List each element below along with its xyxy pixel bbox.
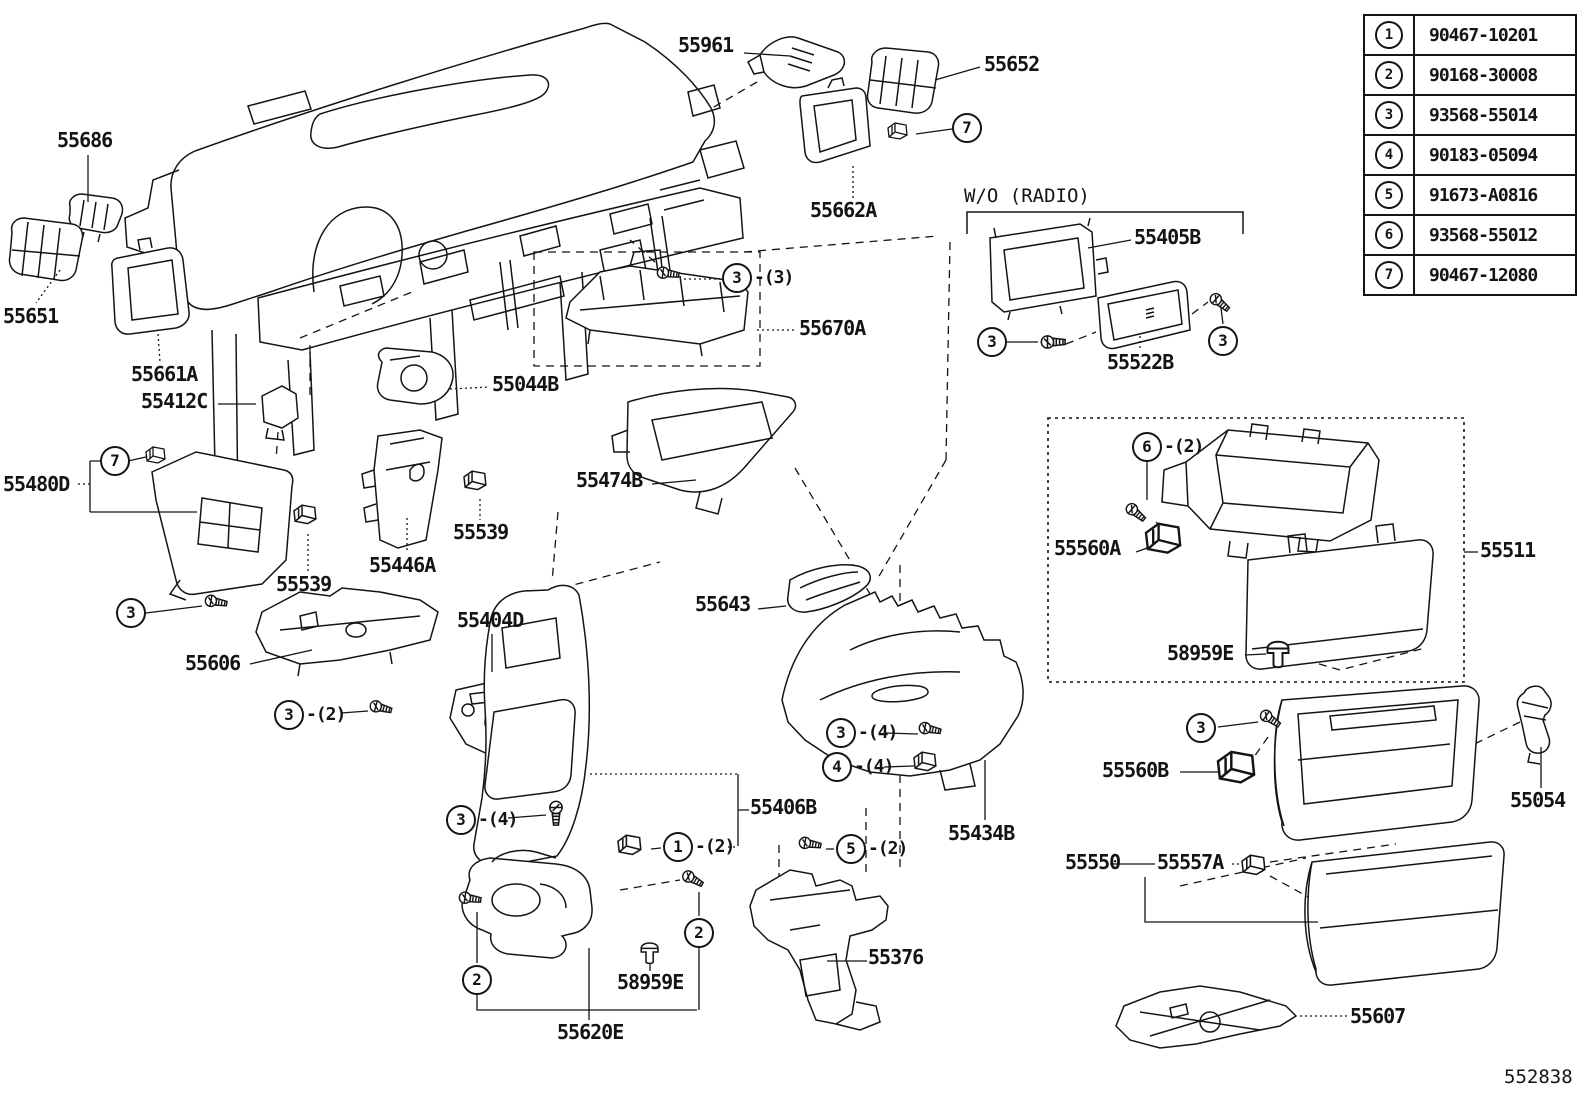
callout-circle[interactable]: 7 xyxy=(952,113,982,143)
part-label-55661A[interactable]: 55661A xyxy=(131,362,198,386)
fastener-part-number: 91673-A0816 xyxy=(1429,184,1538,206)
part-label-55550[interactable]: 55550 xyxy=(1065,850,1121,874)
fastener-row[interactable]: 1 90467-10201 xyxy=(1363,14,1577,56)
fastener-ref-badge: 2 xyxy=(1375,61,1403,89)
callout-7-left[interactable]: 7 xyxy=(100,446,132,476)
fastener-table: 1 90467-10201 2 90168-30008 3 93568-5501… xyxy=(1363,14,1577,296)
part-label-55620E[interactable]: 55620E xyxy=(557,1020,624,1044)
fastener-part-number: 93568-55012 xyxy=(1429,224,1538,246)
callout-circle[interactable]: 3 xyxy=(826,718,856,748)
part-label-55474B[interactable]: 55474B xyxy=(576,468,643,492)
fastener-row[interactable]: 3 93568-55014 xyxy=(1363,94,1577,136)
fastener-ref-badge: 3 xyxy=(1375,101,1403,129)
part-label-55607[interactable]: 55607 xyxy=(1350,1004,1406,1028)
callout-circle[interactable]: 3 xyxy=(274,700,304,730)
part-label-55560A[interactable]: 55560A xyxy=(1054,536,1121,560)
callout-7-top[interactable]: 7 xyxy=(952,113,984,143)
callout-circle[interactable]: 7 xyxy=(100,446,130,476)
fastener-part-number: 90183-05094 xyxy=(1429,144,1538,166)
callout-circle[interactable]: 2 xyxy=(684,918,714,948)
part-label-55522B[interactable]: 55522B xyxy=(1107,350,1174,374)
callout-3-x4-right[interactable]: 3-(4) xyxy=(826,718,898,748)
callout-4-x4[interactable]: 4-(4) xyxy=(822,752,894,782)
part-label-55686[interactable]: 55686 xyxy=(57,128,113,152)
callout-circle[interactable]: 2 xyxy=(462,965,492,995)
callout-2-left[interactable]: 2 xyxy=(462,965,494,995)
fastener-part-number: 93568-55014 xyxy=(1429,104,1538,126)
fastener-ref-badge: 1 xyxy=(1375,21,1403,49)
callout-3-radio-left[interactable]: 3 xyxy=(977,327,1009,357)
callout-3-x4-left[interactable]: 3-(4) xyxy=(446,805,518,835)
part-label-55961[interactable]: 55961 xyxy=(678,33,734,57)
fastener-row[interactable]: 2 90168-30008 xyxy=(1363,54,1577,96)
fastener-part-number: 90467-10201 xyxy=(1429,24,1538,46)
part-label-55560B[interactable]: 55560B xyxy=(1102,758,1169,782)
fastener-ref-badge: 7 xyxy=(1375,261,1403,289)
dotted-leader-lines xyxy=(35,166,1348,1017)
callout-circle[interactable]: 3 xyxy=(116,598,146,628)
callout-3-radio-right[interactable]: 3 xyxy=(1208,326,1240,356)
callout-5-x2[interactable]: 5-(2) xyxy=(836,834,908,864)
part-label-55606[interactable]: 55606 xyxy=(185,651,241,675)
callout-circle[interactable]: 3 xyxy=(446,805,476,835)
part-label-55539-a[interactable]: 55539 xyxy=(276,572,332,596)
part-label-55652[interactable]: 55652 xyxy=(984,52,1040,76)
part-label-55376[interactable]: 55376 xyxy=(868,945,924,969)
part-label-55446A[interactable]: 55446A xyxy=(369,553,436,577)
fastener-ref-badge: 6 xyxy=(1375,221,1403,249)
fastener-row[interactable]: 5 91673-A0816 xyxy=(1363,174,1577,216)
callout-2-right[interactable]: 2 xyxy=(684,918,716,948)
callout-circle[interactable]: 3 xyxy=(977,327,1007,357)
fastener-row[interactable]: 7 90467-12080 xyxy=(1363,254,1577,296)
fastener-ref-badge: 4 xyxy=(1375,141,1403,169)
part-label-55662A[interactable]: 55662A xyxy=(810,198,877,222)
part-label-55054[interactable]: 55054 xyxy=(1510,788,1566,812)
part-label-55404D[interactable]: 55404D xyxy=(457,608,524,632)
fastener-row[interactable]: 4 90183-05094 xyxy=(1363,134,1577,176)
fastener-row[interactable]: 6 93568-55012 xyxy=(1363,214,1577,256)
leader-lines xyxy=(87,52,1542,1020)
callout-circle[interactable]: 3 xyxy=(722,263,752,293)
part-label-55044B[interactable]: 55044B xyxy=(492,372,559,396)
wo-radio-note: W/O (RADIO) xyxy=(964,185,1090,207)
callout-circle[interactable]: 3 xyxy=(1208,326,1238,356)
part-label-55643[interactable]: 55643 xyxy=(695,592,751,616)
callout-3-door[interactable]: 3 xyxy=(1186,713,1218,743)
part-label-55511[interactable]: 55511 xyxy=(1480,538,1536,562)
part-label-55651[interactable]: 55651 xyxy=(3,304,59,328)
part-drawings xyxy=(8,36,1552,1049)
callout-3-lower-left[interactable]: 3 xyxy=(116,598,148,628)
part-label-55412C[interactable]: 55412C xyxy=(141,389,208,413)
part-label-58959E-a[interactable]: 58959E xyxy=(1167,641,1234,665)
callout-1-x2[interactable]: 1-(2) xyxy=(663,832,735,862)
part-label-55670A[interactable]: 55670A xyxy=(799,316,866,340)
callout-6-x2[interactable]: 6-(2) xyxy=(1132,432,1204,462)
callout-circle[interactable]: 6 xyxy=(1132,432,1162,462)
callout-3-x2[interactable]: 3-(2) xyxy=(274,700,346,730)
callout-circle[interactable]: 5 xyxy=(836,834,866,864)
fastener-part-number: 90168-30008 xyxy=(1429,64,1538,86)
callout-3-x3[interactable]: 3-(3) xyxy=(722,263,794,293)
callout-circle[interactable]: 3 xyxy=(1186,713,1216,743)
callout-circle[interactable]: 1 xyxy=(663,832,693,862)
part-label-55434B[interactable]: 55434B xyxy=(948,821,1015,845)
part-label-55557A[interactable]: 55557A xyxy=(1157,850,1224,874)
part-label-55405B[interactable]: 55405B xyxy=(1134,225,1201,249)
part-label-55539-b[interactable]: 55539 xyxy=(453,520,509,544)
fastener-ref-badge: 5 xyxy=(1375,181,1403,209)
callout-circle[interactable]: 4 xyxy=(822,752,852,782)
part-label-55406B[interactable]: 55406B xyxy=(750,795,817,819)
part-label-55480D[interactable]: 55480D xyxy=(3,472,70,496)
diagram-code: 552838 xyxy=(1504,1066,1573,1088)
part-label-58959E-b[interactable]: 58959E xyxy=(617,970,684,994)
fastener-part-number: 90467-12080 xyxy=(1429,264,1538,286)
